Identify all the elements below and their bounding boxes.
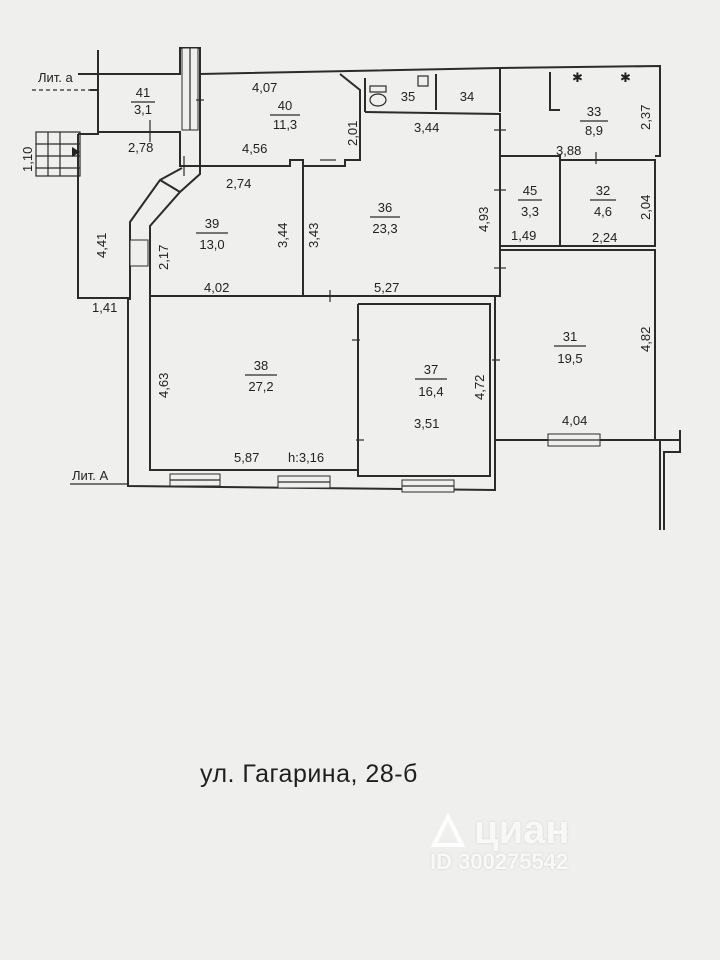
svg-text:32: 32: [596, 183, 610, 198]
room-41-label: 413,1: [131, 85, 155, 117]
watermark: циан ID 300275542: [430, 808, 570, 875]
svg-text:11,3: 11,3: [273, 117, 297, 132]
svg-text:1,49: 1,49: [511, 228, 536, 243]
svg-text:3,88: 3,88: [556, 143, 581, 158]
svg-text:4,56: 4,56: [242, 141, 267, 156]
svg-text:2,17: 2,17: [156, 245, 171, 270]
svg-text:35: 35: [401, 89, 415, 104]
svg-text:2,78: 2,78: [128, 140, 153, 155]
lit-a-small-label: Лит. а: [38, 70, 74, 85]
cian-logo-icon: [430, 812, 466, 847]
svg-text:4,04: 4,04: [562, 413, 587, 428]
svg-text:31: 31: [563, 329, 577, 344]
svg-text:5,87: 5,87: [234, 450, 259, 465]
room-31-label: 31 19,5: [554, 329, 586, 366]
svg-text:1,10: 1,10: [20, 147, 35, 172]
svg-text:40: 40: [278, 98, 292, 113]
svg-text:45: 45: [523, 183, 537, 198]
windows: [129, 47, 601, 493]
room-40-label: 40 11,3: [270, 98, 300, 132]
lit-A-big-label: Лит. А: [72, 468, 109, 483]
room-39-label: 39 13,0: [196, 216, 228, 252]
svg-text:2,01: 2,01: [345, 121, 360, 146]
room-38-label: 38 27,2: [245, 358, 277, 394]
room-32-label: 324,6: [590, 183, 616, 219]
svg-text:36: 36: [378, 200, 392, 215]
inner-walls: [98, 68, 656, 477]
svg-text:13,0: 13,0: [199, 237, 224, 252]
svg-text:3,43: 3,43: [306, 223, 321, 248]
toilet-icon: [369, 75, 429, 107]
room-34-label: 34: [460, 89, 474, 104]
svg-text:✱: ✱: [572, 70, 583, 85]
svg-text:4,6: 4,6: [594, 204, 612, 219]
address-caption: ул. Гагарина, 28-б: [200, 760, 418, 788]
svg-text:4,72: 4,72: [472, 375, 487, 400]
svg-text:33: 33: [587, 104, 601, 119]
svg-text:23,3: 23,3: [372, 221, 397, 236]
room-37-label: 37 16,4: [415, 362, 447, 399]
svg-text:4,02: 4,02: [204, 280, 229, 295]
room-45-label: 453,3: [518, 183, 542, 219]
svg-text:2,24: 2,24: [592, 230, 617, 245]
svg-text:✱: ✱: [620, 70, 631, 85]
dimension-labels: Лит. а Лит. А 4,07 3,44 2,78 4,56 3,88 2…: [20, 70, 653, 483]
svg-text:2,04: 2,04: [638, 195, 653, 220]
room-35-label: 35: [401, 89, 415, 104]
watermark-id: ID 300275542: [430, 849, 569, 874]
svg-text:8,9: 8,9: [585, 123, 603, 138]
room-36-label: 36 23,3: [370, 200, 400, 236]
svg-text:27,2: 27,2: [248, 379, 273, 394]
svg-text:4,07: 4,07: [252, 80, 277, 95]
svg-text:5,27: 5,27: [374, 280, 399, 295]
svg-text:4,93: 4,93: [476, 207, 491, 232]
svg-text:37: 37: [424, 362, 438, 377]
svg-text:41: 41: [136, 85, 150, 100]
light-fixtures: ✱ ✱: [572, 70, 631, 85]
svg-text:4,63: 4,63: [156, 373, 171, 398]
svg-text:38: 38: [254, 358, 268, 373]
svg-text:4,82: 4,82: [638, 327, 653, 352]
svg-text:4,41: 4,41: [94, 233, 109, 258]
svg-text:3,51: 3,51: [414, 416, 439, 431]
svg-text:h:3,16: h:3,16: [288, 450, 324, 465]
svg-text:19,5: 19,5: [557, 351, 582, 366]
svg-text:3,44: 3,44: [275, 223, 290, 248]
svg-text:3,1: 3,1: [134, 102, 152, 117]
door-marks: [149, 99, 597, 441]
svg-text:2,74: 2,74: [226, 176, 251, 191]
watermark-brand: циан: [474, 808, 570, 852]
svg-text:3,44: 3,44: [414, 120, 439, 135]
stairs: [35, 131, 81, 177]
svg-text:34: 34: [460, 89, 474, 104]
svg-text:1,41: 1,41: [92, 300, 117, 315]
room-33-label: 338,9: [580, 104, 608, 138]
svg-text:3,3: 3,3: [521, 204, 539, 219]
svg-text:16,4: 16,4: [418, 384, 443, 399]
svg-text:39: 39: [205, 216, 219, 231]
svg-text:2,37: 2,37: [638, 105, 653, 130]
